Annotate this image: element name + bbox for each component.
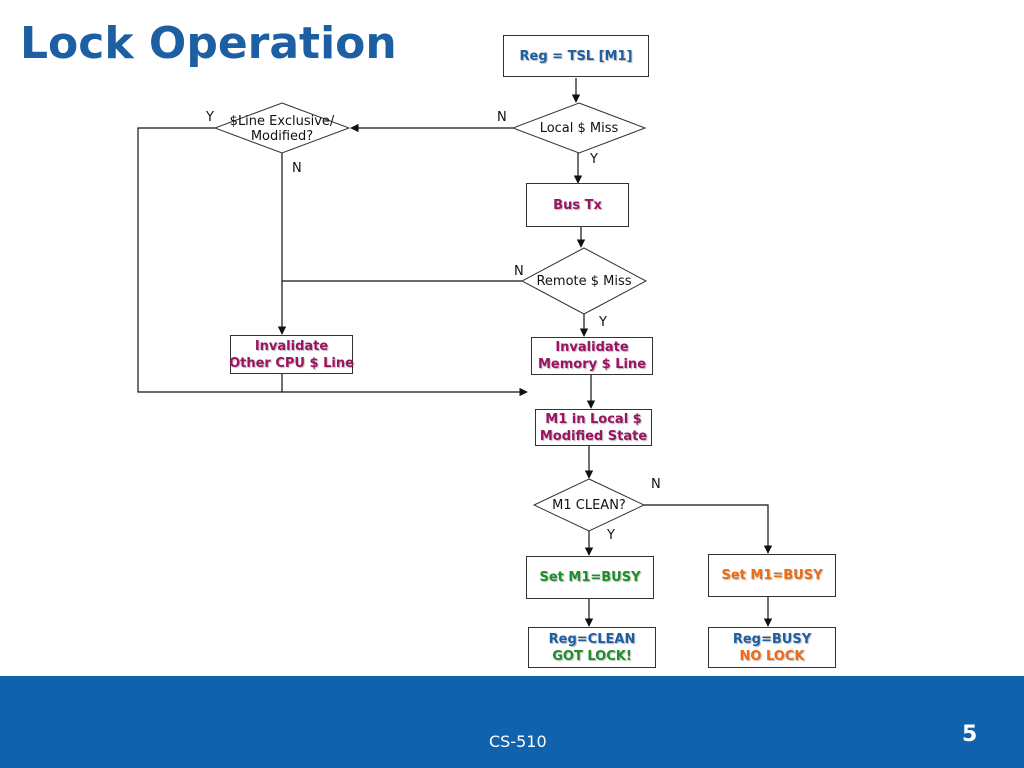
m1-local-text-1: M1 in Local $	[545, 411, 642, 427]
local-miss-yes-label: Y	[590, 152, 598, 167]
line-exclusive-text-1: $Line Exclusive/	[229, 114, 335, 129]
invalidate-other-text-1: Invalidate	[254, 338, 329, 354]
reg-tsl-box: Reg = TSL [M1]	[503, 35, 649, 77]
footer-bar	[0, 676, 1024, 768]
m1-clean-yes-label: Y	[607, 528, 615, 543]
remote-miss-label: Remote $ Miss	[526, 274, 642, 289]
reg-tsl-label: Reg = TSL [M1]	[519, 48, 633, 64]
invalidate-memory-text-1: Invalidate	[555, 340, 629, 355]
bus-tx-label: Bus Tx	[553, 197, 602, 213]
no-lock-text: NO LOCK	[739, 648, 805, 664]
reg-clean-text: Reg=CLEAN	[548, 631, 636, 647]
local-miss-no-label: N	[497, 110, 507, 125]
local-miss-diamond	[511, 102, 647, 154]
remote-miss-yes-label: Y	[599, 315, 607, 330]
m1-clean-text: M1 CLEAN?	[552, 498, 626, 513]
bus-tx-box: Bus Tx	[526, 183, 629, 227]
invalidate-memory-text-2: Memory $ Line	[537, 357, 647, 372]
remote-miss-no-label: N	[514, 264, 524, 279]
set-busy-no-box: Set M1=BUSY	[708, 554, 836, 597]
remote-miss-text: Remote $ Miss	[536, 274, 632, 289]
local-miss-label: Local $ Miss	[528, 121, 630, 136]
line-exclusive-no-label: N	[292, 161, 302, 176]
got-lock-text: GOT LOCK!	[552, 648, 632, 664]
m1-local-text-2: Modified State	[539, 428, 648, 444]
invalidate-other-cpu-box: Invalidate Other CPU $ Line	[229, 335, 354, 374]
line-exclusive-yes-label: Y	[206, 110, 214, 125]
reg-clean-box: Reg=CLEAN GOT LOCK!	[528, 627, 656, 668]
set-busy-yes-box: Set M1=BUSY	[526, 556, 654, 599]
m1-local-modified-box: M1 in Local $ Modified State	[535, 409, 652, 446]
m1-clean-no-label: N	[651, 477, 661, 492]
invalidate-other-text-2: Other CPU $ Line	[229, 355, 354, 371]
course-label: CS-510	[489, 732, 547, 751]
set-busy-no-label: Set M1=BUSY	[721, 568, 823, 583]
set-busy-yes-label: Set M1=BUSY	[539, 570, 641, 585]
line-exclusive-text-2: Modified?	[250, 129, 314, 144]
m1-clean-label: M1 CLEAN?	[539, 498, 639, 513]
local-miss-text: Local $ Miss	[539, 121, 619, 136]
slide-title: Lock Operation	[20, 18, 397, 69]
flowchart-connectors	[137, 78, 773, 627]
page-number: 5	[962, 722, 978, 747]
reg-busy-box: Reg=BUSY NO LOCK	[708, 627, 836, 668]
reg-busy-text: Reg=BUSY	[732, 631, 812, 647]
invalidate-memory-box: Invalidate Memory $ Line	[531, 337, 653, 375]
line-exclusive-label: $Line Exclusive/ Modified?	[210, 114, 354, 144]
